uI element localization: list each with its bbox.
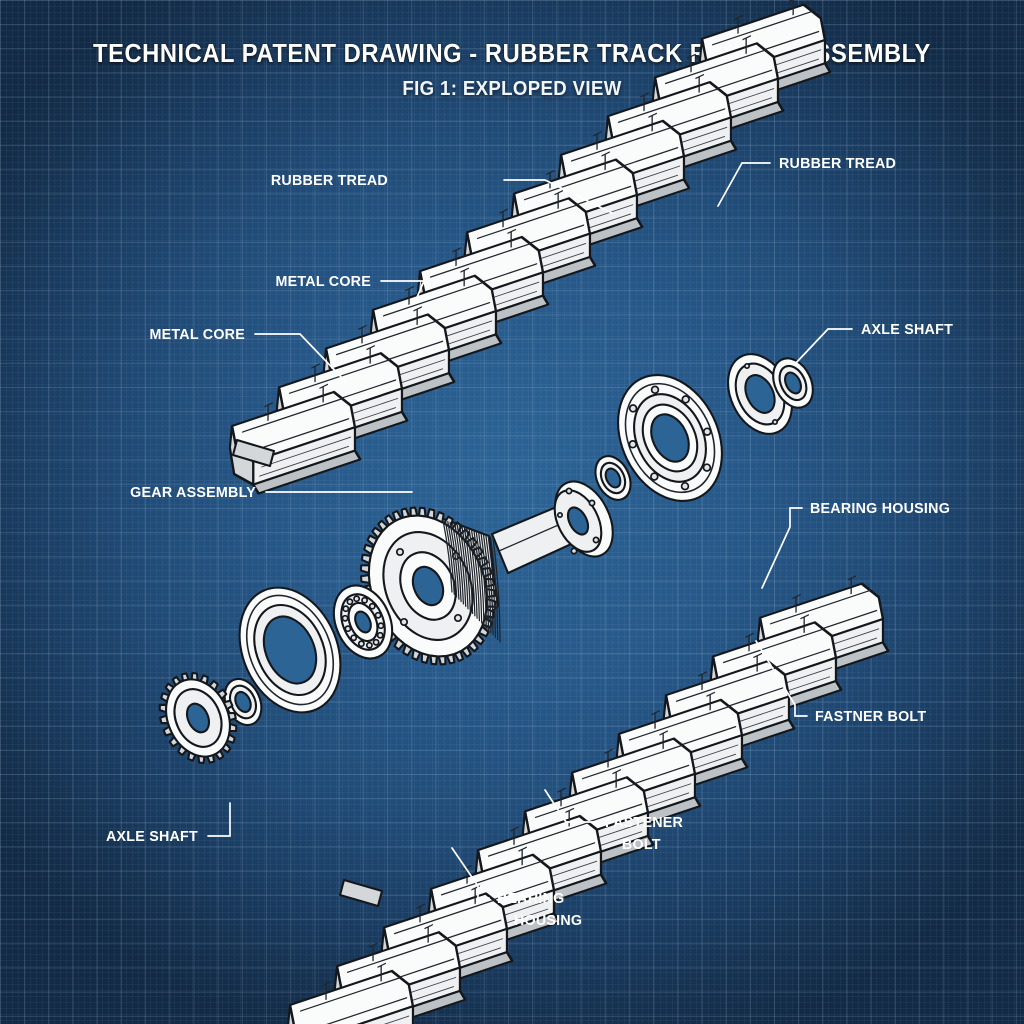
- bearing-ball: [361, 596, 369, 604]
- bearing-ball: [353, 595, 361, 603]
- upper-track-end-foot: [231, 438, 276, 468]
- upper-track-assembly: [228, 0, 832, 505]
- callout-metal-core-lower: METAL CORE: [150, 327, 245, 343]
- gear-tooth: [400, 507, 411, 519]
- bearing-ball: [368, 602, 376, 610]
- seal-ring-upper-right: [772, 357, 814, 409]
- flange-bolt-hole: [702, 463, 712, 472]
- gear-tooth: [363, 543, 375, 556]
- spacer-ring-small-left: [223, 677, 263, 727]
- gear-tooth: [411, 648, 422, 661]
- gear-tooth: [434, 511, 445, 524]
- leader-rubber-tread-right: [717, 162, 771, 207]
- bearing-ball: [365, 641, 373, 649]
- gear-tooth: [445, 653, 456, 665]
- bearing-ball: [341, 614, 349, 622]
- leader-bearing-housing-right: [761, 507, 803, 589]
- gear-tooth: [477, 625, 490, 638]
- callout-gear-assembly: GEAR ASSEMBLY: [130, 485, 256, 501]
- bearing-flange-right: [617, 374, 723, 502]
- gear-tooth: [366, 534, 379, 547]
- gear-tooth: [359, 574, 371, 584]
- gear-tooth: [371, 526, 383, 539]
- leader-axle-shaft-left: [207, 802, 231, 837]
- bearing-ball: [357, 640, 365, 648]
- gear-tooth: [429, 654, 439, 666]
- bearing-ball: [377, 622, 385, 630]
- bearing-ball: [376, 631, 384, 639]
- bearing-ball: [372, 638, 380, 646]
- gear-tooth: [460, 645, 472, 658]
- leader-axle-shaft-right: [794, 328, 853, 365]
- gear-tooth: [393, 637, 406, 651]
- gear-tooth: [420, 652, 430, 664]
- flange-bolt-hole: [681, 395, 690, 404]
- gear-tooth: [409, 506, 419, 517]
- flange-bolt-hole: [650, 472, 659, 481]
- gear-tooth: [360, 553, 372, 565]
- leader-bearing-housing-bottom: [451, 847, 490, 899]
- lower-track-assembly: [286, 573, 890, 1024]
- leader-metal-core-upper: [380, 280, 426, 303]
- flange-bolt-hole: [702, 427, 712, 436]
- leader-fastner-bolt-right: [755, 640, 808, 717]
- flange-bolt-hole: [628, 440, 638, 449]
- bearing-ball: [344, 625, 352, 633]
- leader-lines: [207, 162, 853, 899]
- callout-bearing-housing-right: BEARING HOUSING: [810, 501, 950, 517]
- gear-tooth: [473, 633, 485, 646]
- axle-shaft-assembly: [490, 480, 614, 575]
- gear-tooth: [402, 643, 413, 657]
- gear-tooth: [437, 655, 447, 666]
- callout-axle-shaft-right: AXLE SHAFT: [861, 322, 953, 338]
- helical-gear: [359, 506, 501, 666]
- small-sprocket: [158, 671, 238, 765]
- bearing-ball: [350, 634, 358, 642]
- callout-fastner-bolt-right: FASTNER BOLT: [815, 709, 926, 725]
- ball-bearing: [332, 584, 394, 660]
- gear-tooth: [417, 506, 427, 518]
- flange-bolt-hole: [650, 385, 660, 395]
- leader-rubber-tread-left: [503, 179, 613, 214]
- bearing-ball: [342, 605, 350, 613]
- callout-metal-core-upper: METAL CORE: [276, 274, 371, 290]
- callout-rubber-tread-left: RUBBER TREAD: [271, 173, 388, 189]
- flange-bolt-hole: [628, 404, 638, 413]
- seal-ring-mid: [594, 455, 632, 501]
- gear-tooth: [426, 508, 436, 520]
- gear-tooth: [391, 510, 403, 522]
- callout-rubber-tread-right: RUBBER TREAD: [779, 156, 896, 172]
- gear-tooth: [377, 519, 389, 532]
- seal-ring-large: [238, 586, 342, 714]
- flange-bolt-hole: [680, 481, 690, 491]
- bearing-ball: [374, 611, 382, 619]
- gear-tooth: [453, 650, 465, 662]
- callout-axle-shaft-left: AXLE SHAFT: [106, 829, 198, 845]
- callout-labels: RUBBER TREAD RUBBER TREAD METAL CORE METAL …: [106, 156, 953, 929]
- gear-tooth: [384, 514, 396, 527]
- gear-tooth: [359, 564, 371, 575]
- leader-metal-core-lower: [254, 333, 346, 382]
- lower-track-end-foot: [338, 878, 384, 908]
- helical-tooth-band: [442, 519, 501, 643]
- gear-tooth: [467, 640, 479, 653]
- bearing-ball: [346, 598, 354, 606]
- leader-fastener-bolt-mid: [544, 789, 597, 823]
